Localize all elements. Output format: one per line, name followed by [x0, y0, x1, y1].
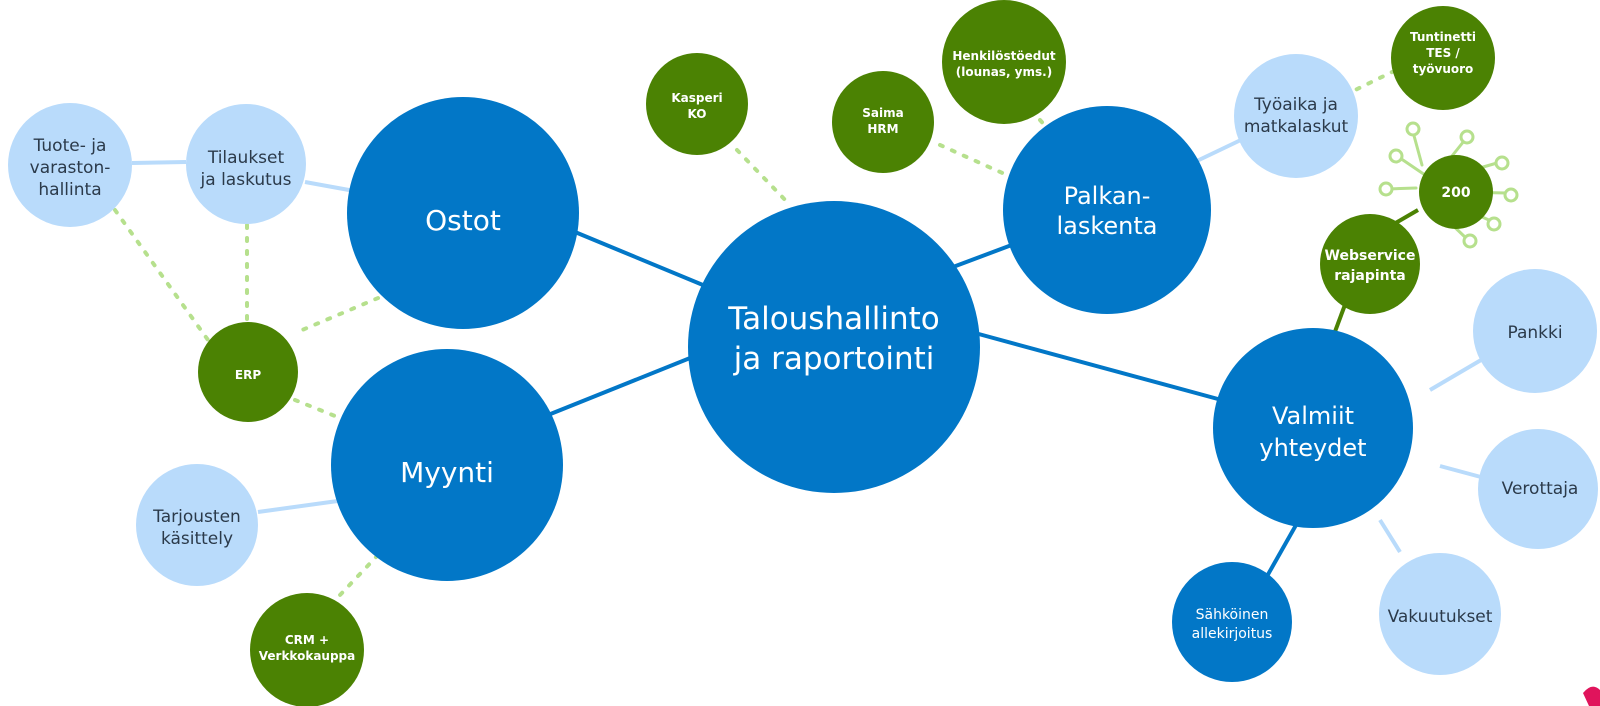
connector-valmiit-vakuutukset	[1378, 518, 1402, 554]
node-henkilosto: Henkilöstöedut(lounas, yms.)	[942, 0, 1066, 124]
ray-line	[1398, 156, 1427, 177]
dotted-tyoaika-tuntinetti	[1343, 70, 1394, 97]
dotted-kasperi-center	[735, 148, 792, 207]
dotted-erp-myynti	[293, 398, 347, 422]
dotted-myynti-crm	[338, 553, 380, 597]
main-connectors	[547, 230, 1302, 579]
ray-dot	[1388, 148, 1404, 164]
connector-tarjousten-myynti	[257, 498, 346, 514]
ray-dot	[1486, 216, 1502, 232]
node-vakuutukset-label: Vakuutukset	[1388, 607, 1493, 627]
brand-logo-fragment	[1583, 686, 1600, 706]
node-200-label: 200	[1441, 185, 1470, 201]
ray-dot	[1503, 187, 1519, 203]
dotted-tuote-erp	[113, 208, 210, 342]
dotted-saima-palkanlaskenta	[938, 143, 1020, 182]
node-crm: CRM +Verkkokauppa	[250, 593, 364, 706]
node-verottaja-label: Verottaja	[1502, 479, 1579, 499]
node-pankki-label: Pankki	[1507, 323, 1562, 343]
node-200: 200	[1419, 155, 1493, 229]
connector-tuote-tilaukset	[131, 160, 187, 165]
dotted-ostot-erp	[293, 291, 392, 335]
node-ostot: Ostot	[347, 97, 579, 329]
ray-dot	[1405, 121, 1421, 137]
node-pankki: Pankki	[1473, 269, 1597, 393]
ray-dot	[1459, 129, 1475, 145]
ray-dot	[1462, 233, 1478, 249]
connector-center-myynti	[547, 348, 711, 417]
node-ostot-label: Ostot	[425, 204, 501, 237]
node-verottaja: Verottaja	[1478, 429, 1598, 549]
node-henkilosto-label: Henkilöstöedut(lounas, yms.)	[952, 49, 1056, 79]
node-erp: ERP	[198, 322, 298, 422]
connector-center-valmiit	[974, 331, 1241, 407]
connector-valmiit-sahkoinen	[1264, 517, 1302, 579]
node-crm-label: CRM +Verkkokauppa	[259, 633, 355, 663]
ray-line	[1411, 130, 1424, 167]
node-palkanlaskenta-label: Palkan-laskenta	[1056, 182, 1157, 240]
connector-center-ostot	[574, 230, 716, 292]
node-erp-label: ERP	[235, 368, 261, 382]
ray-dot	[1378, 181, 1394, 197]
node-vakuutukset: Vakuutukset	[1379, 553, 1501, 675]
node-myynti-label: Myynti	[400, 456, 494, 489]
dotted-connectors	[113, 70, 1394, 597]
node-palkanlaskenta: Palkan-laskenta	[1003, 106, 1211, 314]
ray-dot	[1494, 155, 1510, 171]
node-myynti: Myynti	[331, 349, 563, 581]
